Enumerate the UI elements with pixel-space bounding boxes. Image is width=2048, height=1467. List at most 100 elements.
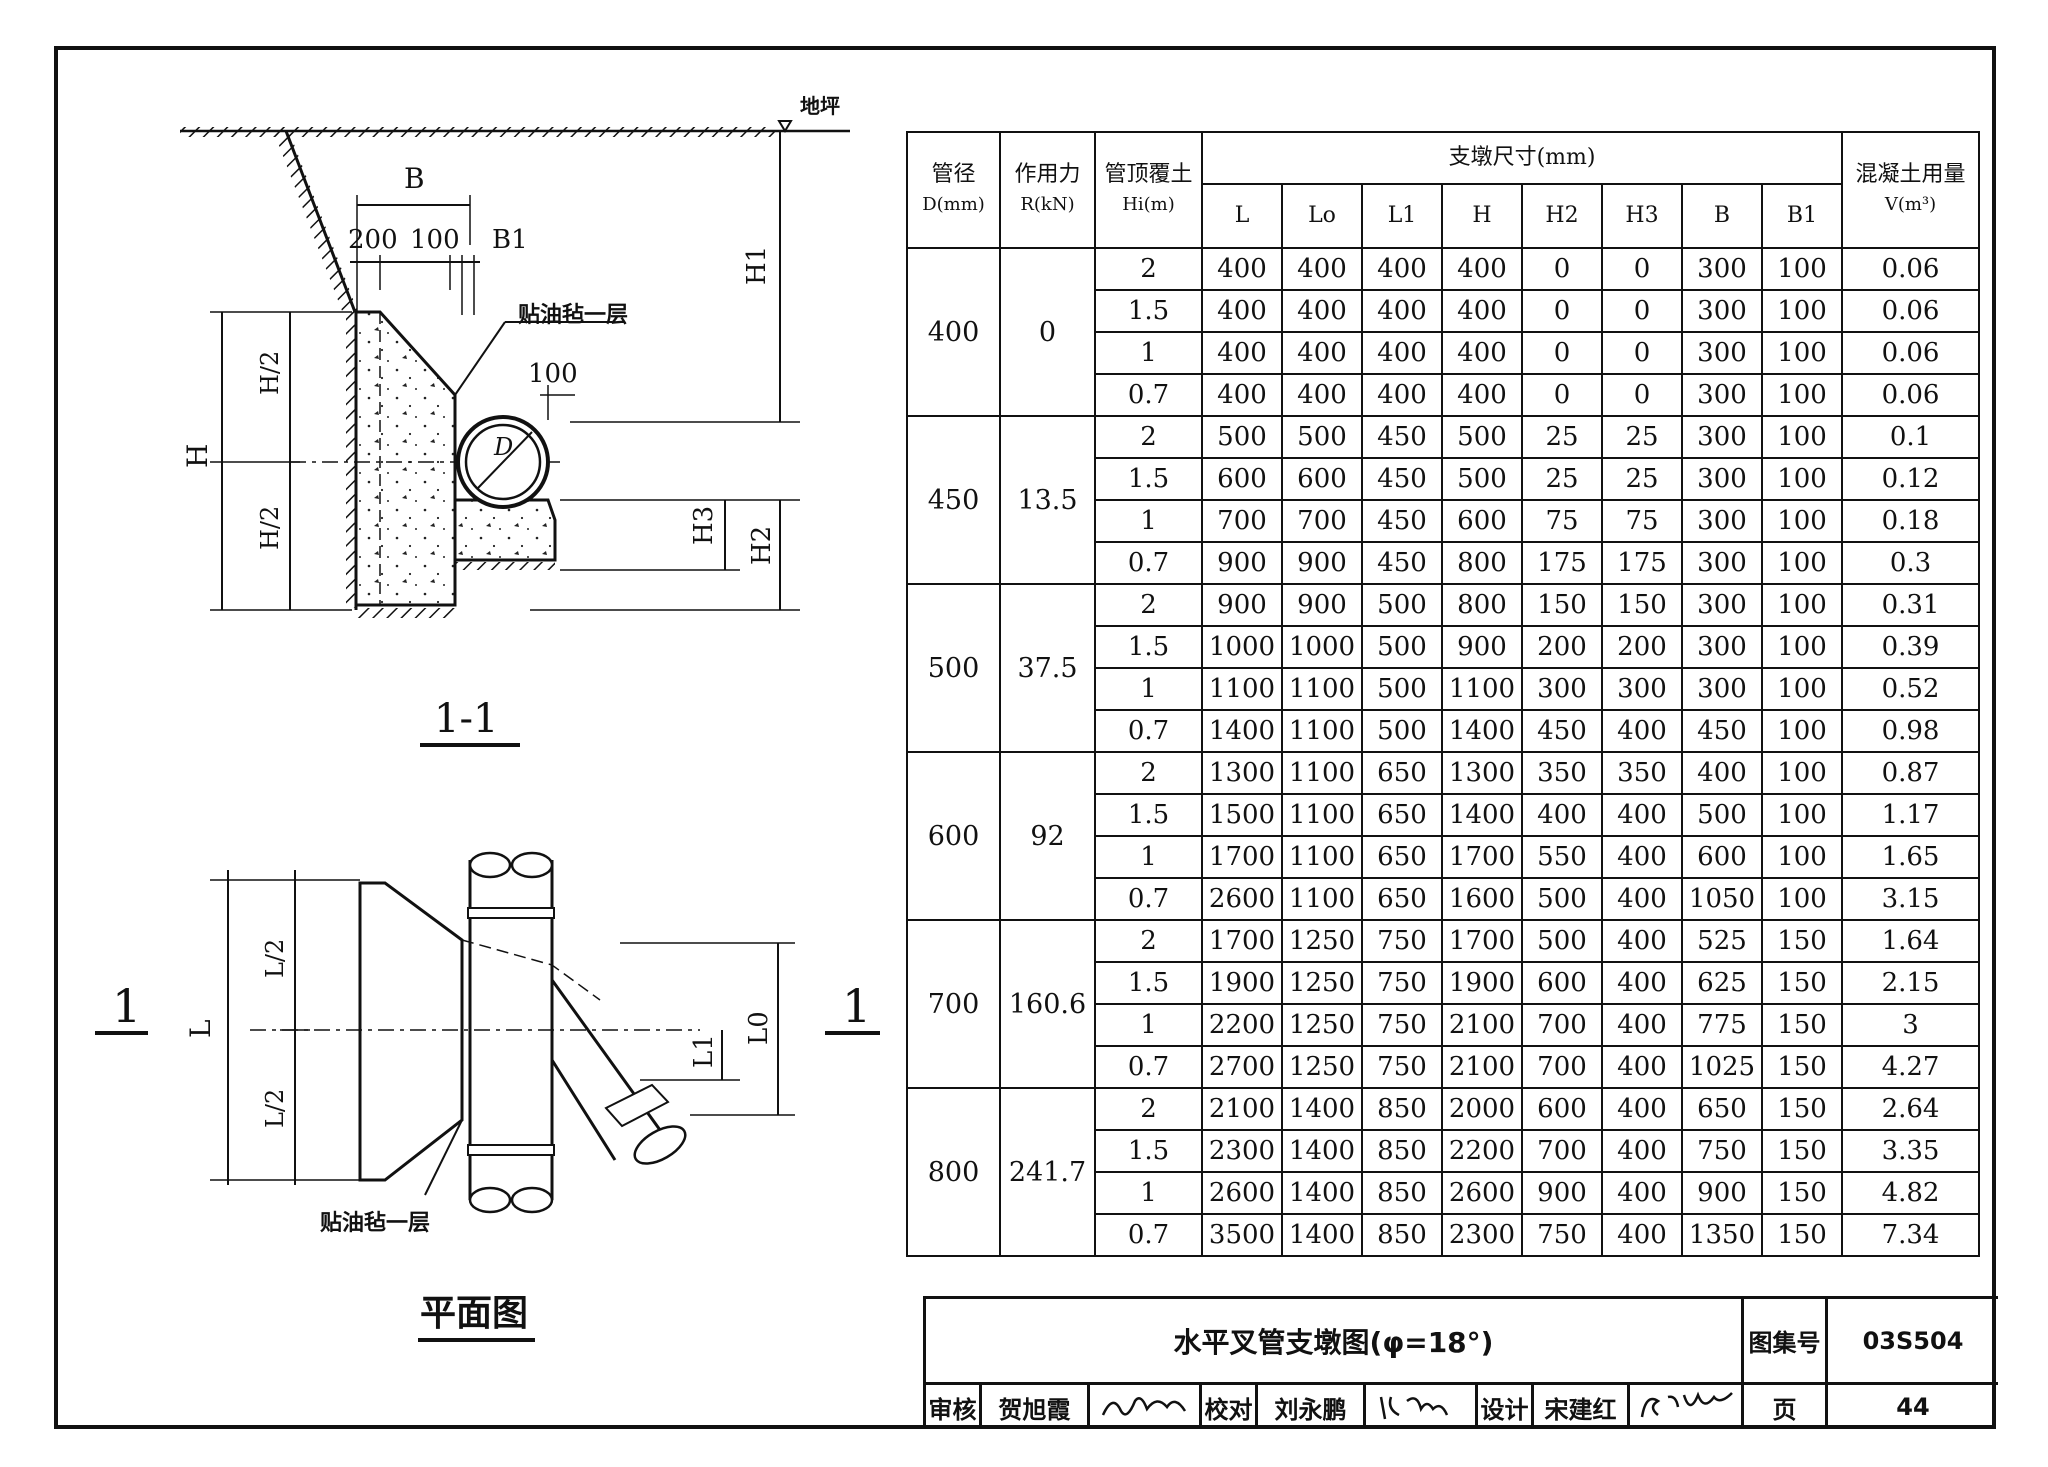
- table-cell: 1400: [1281, 1087, 1363, 1131]
- header-dim: H3: [1601, 183, 1683, 249]
- dim-h2: H2: [747, 526, 777, 565]
- table-cell: 300: [1681, 541, 1763, 585]
- cell-pipe-diameter: 500: [906, 583, 1001, 753]
- table-cell: 100: [1760, 751, 1844, 795]
- table-cell: 2600: [1201, 1171, 1283, 1215]
- table-cell: 750: [1361, 961, 1443, 1005]
- table-cell: 0.87: [1841, 751, 1981, 795]
- table-cell: 450: [1361, 415, 1443, 459]
- table-cell: 100: [1760, 373, 1844, 417]
- cell-pipe-diameter: 700: [906, 919, 1001, 1089]
- table-cell: 200: [1601, 625, 1683, 669]
- reviewer-signature: [1090, 1385, 1202, 1429]
- table-cell: 850: [1361, 1213, 1443, 1257]
- table-cell: 750: [1361, 1045, 1443, 1089]
- table-cell: 1700: [1201, 835, 1283, 879]
- table-cell: 150: [1760, 1129, 1844, 1173]
- table-cell: 400: [1281, 289, 1363, 333]
- table-cell: 2700: [1201, 1045, 1283, 1089]
- ground-level-symbol: [777, 120, 793, 133]
- table-cell: 400: [1441, 289, 1523, 333]
- signature-checker: [1379, 1396, 1448, 1420]
- table-cell: 400: [1201, 331, 1283, 375]
- table-cell: 100: [1760, 583, 1844, 627]
- table-cell: 1000: [1281, 625, 1363, 669]
- table-cell: 600: [1201, 457, 1283, 501]
- table-cell: 0: [1521, 373, 1603, 417]
- table-cell: 1100: [1281, 667, 1363, 711]
- page-label: 页: [1744, 1385, 1828, 1429]
- page-number: 44: [1896, 1393, 1930, 1421]
- table-cell: 100: [1760, 289, 1844, 333]
- table-cell: 900: [1521, 1171, 1603, 1215]
- table-cell: 0: [1601, 373, 1683, 417]
- table-cell: 400: [1521, 793, 1603, 837]
- table-cell: 1600: [1441, 877, 1523, 921]
- table-cell: 600: [1441, 499, 1523, 543]
- table-cell: 1.5: [1094, 457, 1203, 501]
- table-cell: 450: [1521, 709, 1603, 753]
- table-cell: 600: [1681, 835, 1763, 879]
- review-label: 审核: [926, 1385, 982, 1429]
- cell-force: 13.5: [999, 415, 1096, 585]
- felt-label-section: 贴油毡一层: [518, 302, 628, 328]
- table-cell: 1350: [1681, 1213, 1763, 1257]
- table-cell: 1000: [1201, 625, 1283, 669]
- table-cell: 0: [1521, 331, 1603, 375]
- check-label: 校对: [1202, 1385, 1258, 1429]
- table-cell: 1250: [1281, 1045, 1363, 1089]
- felt-label-plan: 贴油毡一层: [320, 1210, 430, 1236]
- table-cell: 1: [1094, 1003, 1203, 1047]
- table-cell: 500: [1361, 709, 1443, 753]
- table-cell: 300: [1601, 667, 1683, 711]
- dim-b: B: [404, 162, 425, 195]
- table-cell: 150: [1760, 1171, 1844, 1215]
- ground-label: 地坪: [800, 94, 840, 118]
- table-cell: 75: [1521, 499, 1603, 543]
- section-title: 1-1: [434, 696, 498, 742]
- table-cell: 0.7: [1094, 709, 1203, 753]
- table-cell: 500: [1521, 877, 1603, 921]
- table-cell: 900: [1681, 1171, 1763, 1215]
- table-cell: 650: [1361, 835, 1443, 879]
- table-cell: 175: [1521, 541, 1603, 585]
- table-cell: 300: [1681, 667, 1763, 711]
- table-cell: 500: [1441, 457, 1523, 501]
- dim-h3: H3: [689, 506, 719, 545]
- table-cell: 1100: [1441, 667, 1523, 711]
- table-cell: 400: [1201, 373, 1283, 417]
- table-cell: 300: [1681, 499, 1763, 543]
- table-cell: 450: [1681, 709, 1763, 753]
- table-cell: 1025: [1681, 1045, 1763, 1089]
- table-cell: 650: [1361, 793, 1443, 837]
- table-cell: 0.18: [1841, 499, 1981, 543]
- table-cell: 100: [1760, 415, 1844, 459]
- dim-100-pipe: 100: [528, 359, 578, 389]
- table-cell: 750: [1681, 1129, 1763, 1173]
- table-cell: 650: [1361, 751, 1443, 795]
- designer-name: 宋建红: [1534, 1385, 1630, 1429]
- table-cell: 2: [1094, 415, 1203, 459]
- table-cell: 350: [1521, 751, 1603, 795]
- table-cell: 3.35: [1841, 1129, 1981, 1173]
- table-cell: 1.17: [1841, 793, 1981, 837]
- design-label: 设计: [1478, 1385, 1534, 1429]
- table-cell: 400: [1681, 751, 1763, 795]
- table-cell: 2600: [1201, 877, 1283, 921]
- table-cell: 700: [1521, 1003, 1603, 1047]
- table-cell: 400: [1281, 331, 1363, 375]
- table-cell: 900: [1281, 583, 1363, 627]
- section-1-1: [180, 120, 850, 747]
- table-cell: 800: [1441, 541, 1523, 585]
- table-cell: 600: [1281, 457, 1363, 501]
- table-cell: 400: [1601, 1045, 1683, 1089]
- table-cell: 1100: [1201, 667, 1283, 711]
